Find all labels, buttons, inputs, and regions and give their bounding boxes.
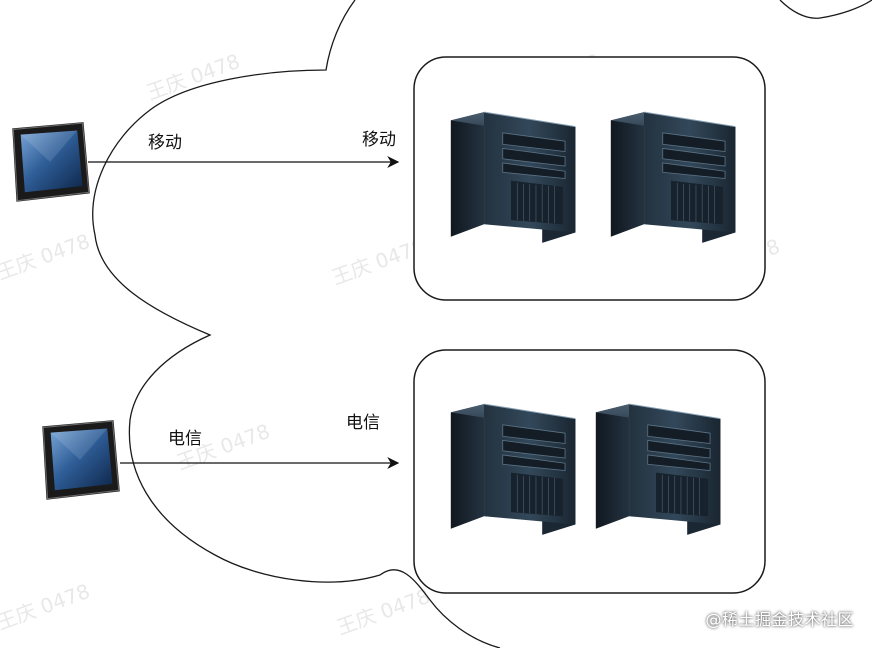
watermark-text: 王庆 0478 [334, 584, 434, 640]
server-icon [595, 403, 721, 536]
watermark-text: 王庆 0478 [329, 234, 429, 290]
cloud-shape [92, 0, 872, 648]
server-icon [610, 111, 736, 244]
telecom-client-label: 电信 [168, 429, 202, 449]
server-icon [450, 111, 576, 244]
tablet-icon [11, 121, 91, 203]
mobile-client-label: 移动 [148, 133, 182, 153]
telecom-server-label: 电信 [346, 413, 380, 433]
watermark-text: 王庆 0478 [144, 49, 244, 105]
mobile-server-label: 移动 [362, 130, 396, 150]
server-icon [450, 403, 576, 536]
watermark-text: 王庆 0478 [0, 229, 93, 285]
tablet-icon [41, 419, 121, 501]
watermark-text: 王庆 0478 [0, 579, 93, 635]
source-credit: @稀土掘金技术社区 [705, 610, 854, 629]
